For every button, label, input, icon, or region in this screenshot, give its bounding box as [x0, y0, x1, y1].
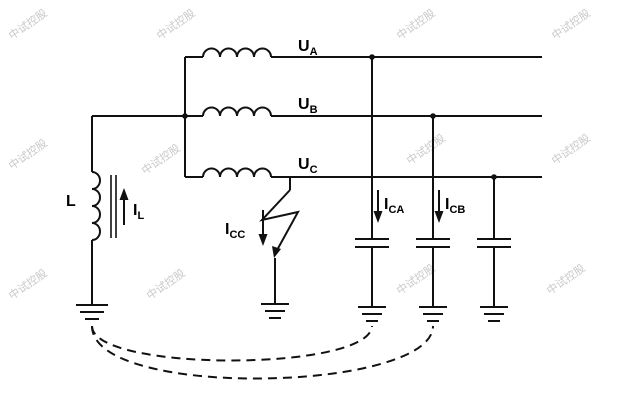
watermark-3: 中试控股: [394, 6, 438, 43]
icb-arrow-head: [434, 211, 444, 223]
il-arrow-head: [119, 188, 129, 200]
watermark-9: 中试控股: [6, 266, 50, 303]
ground-fault: [261, 303, 289, 319]
label-ica: ICA: [384, 196, 404, 216]
fault-arrow-head: [272, 246, 281, 258]
ground-cap-b: [419, 306, 447, 322]
ground-cap-a: [358, 306, 386, 322]
label-l: L: [66, 193, 76, 210]
icc-arrow-head: [258, 234, 268, 246]
earth-return-path-a: [91, 325, 373, 362]
watermark-11: 中试控股: [394, 261, 438, 298]
label-il: IL: [133, 202, 144, 222]
phase-b-winding: [202, 106, 272, 117]
fault-zigzag: [259, 189, 300, 253]
label-icb: ICB: [445, 196, 465, 216]
phase-c-winding: [202, 167, 272, 178]
watermark-10: 中试控股: [144, 266, 188, 303]
watermark-1: 中试控股: [6, 6, 50, 43]
phase-a-winding: [202, 47, 272, 58]
label-uc: UC: [298, 156, 318, 176]
watermark-8: 中试控股: [549, 131, 593, 168]
label-ub: UB: [298, 96, 318, 116]
ground-l: [76, 304, 108, 320]
watermark-5: 中试控股: [6, 136, 50, 173]
watermark-4: 中试控股: [549, 6, 593, 43]
watermark-6: 中试控股: [139, 141, 183, 178]
label-ua: UA: [298, 38, 318, 58]
ground-cap-c: [480, 306, 508, 322]
watermark-7: 中试控股: [404, 131, 448, 168]
inductor-l: [91, 171, 101, 241]
earth-return-path-b: [91, 325, 434, 380]
ica-arrow-head: [373, 211, 383, 223]
watermark-12: 中试控股: [544, 261, 588, 298]
watermark-2: 中试控股: [154, 6, 198, 43]
label-icc: ICC: [225, 221, 245, 241]
